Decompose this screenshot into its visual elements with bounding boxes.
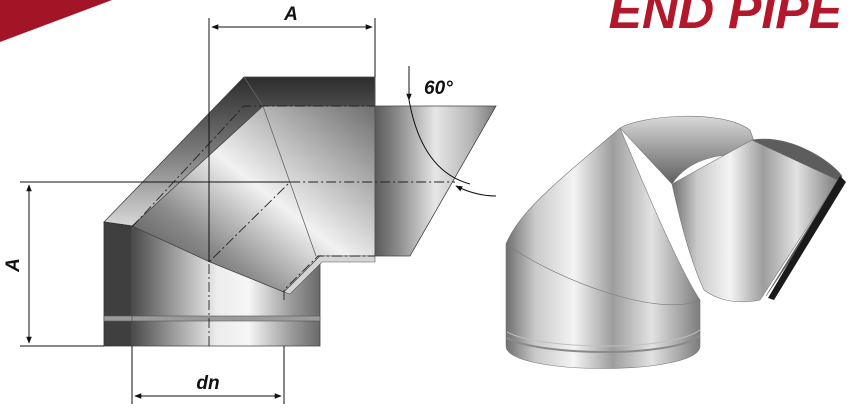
centre-lines [131, 105, 455, 346]
dimension-a-height-label: A [3, 258, 24, 273]
angle-label: 60° [424, 78, 453, 99]
corner-ribbon [0, 0, 112, 42]
elbow-render [505, 115, 846, 369]
dimension-a-width-label: A [283, 4, 298, 25]
dimension-dn-label: dn [196, 373, 219, 394]
elbow-drawing [103, 76, 497, 347]
page-title: END PIPE [609, 0, 844, 39]
dimension-lines [20, 18, 497, 404]
